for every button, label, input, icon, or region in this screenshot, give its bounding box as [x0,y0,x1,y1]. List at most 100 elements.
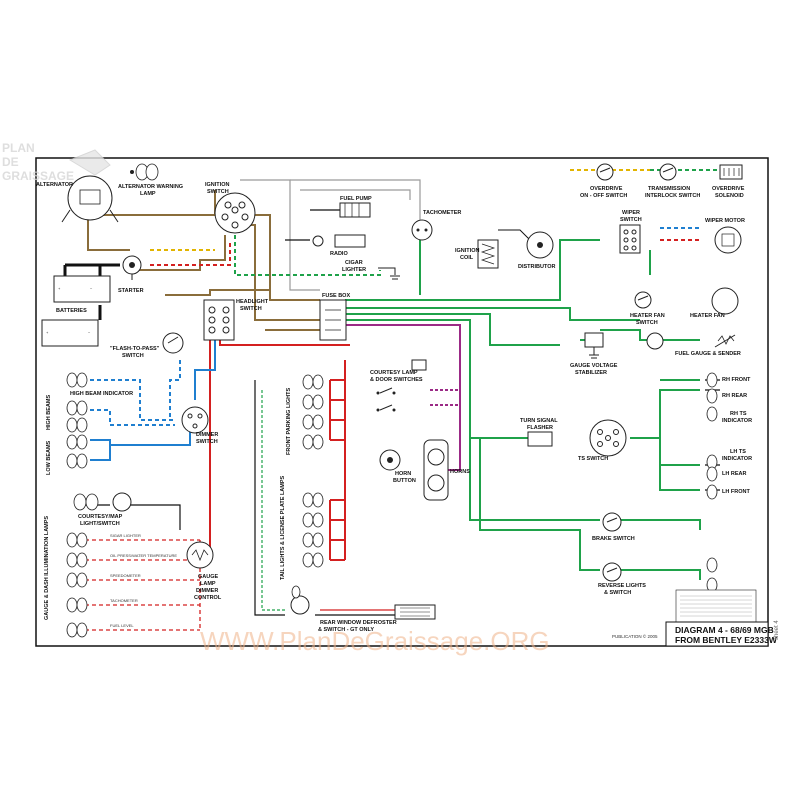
gauge-dimmer-label-4: CONTROL [194,595,222,601]
distributor-label: DISTRIBUTOR [518,264,556,270]
ignition-switch-label-2: SWITCH [207,189,229,195]
flasher-label-2: FLASHER [527,425,553,431]
rh-front-label: RH FRONT [722,377,751,383]
wiper-switch-label-2: SWITCH [620,217,642,223]
gauge-lamp-dimmer-control [186,541,214,569]
dimmer-switch [181,406,209,434]
high-beam-indicator-label: HIGH BEAM INDICATOR [70,391,133,397]
courtesy-lamp-door-switches [376,359,427,412]
cigar-lighter-label: CIGAR [345,260,363,266]
horns [423,439,449,501]
courtesy-map-light-switch [73,492,132,512]
gauge-item-4: TACHOMETER [110,598,138,603]
alternator [61,175,119,223]
headlight-switch-label-2: SWITCH [240,306,262,312]
diagram-title: DIAGRAM 4 - 68/69 MGB [675,625,774,635]
alternator-warning-label: ALTERNATOR WARNING [118,184,183,190]
gauge-dimmer-label-3: DIMMER [196,588,218,594]
rear-window-defroster [290,585,436,620]
gauge-item-2: OIL PRESS/WATER TEMPERATURE [110,553,177,558]
low-beam-lamps [66,434,88,469]
gauge-illumination-label: GAUGE & DASH ILLUMINATION LAMPS [44,516,50,620]
wiper-motor [714,226,742,254]
lh-rear-label: LH REAR [722,471,746,477]
fuse-box [319,299,347,341]
high-beams-label: HIGH BEAMS [46,395,52,430]
fuel-gauge-label: FUEL GAUGE & SENDER [675,351,741,357]
gauge-item-3: SPEEDOMETER [110,573,141,578]
horn-button [379,449,401,471]
dimmer-label-2: SWITCH [196,439,218,445]
starter [122,255,142,280]
overdrive-solenoid [719,164,743,180]
ts-switch [589,419,627,457]
horns-label: HORNS [450,469,470,475]
high-beam-indicator [66,372,88,388]
solenoid-label-2: SOLENOID [715,193,744,199]
alternator-warning-lamp [130,163,159,181]
rear-defroster-label: REAR WINDOW DEFROSTER [320,620,397,626]
gauge-item-5: FUEL LEVEL [110,623,134,628]
svg-text:+: + [46,330,49,335]
wire-color-key [675,589,757,623]
rh-rear-lamp [706,388,718,404]
fuse-box-label: FUSE BOX [322,293,350,299]
brake-switch-label: BRAKE SWITCH [592,536,635,542]
rear-defroster-label-2: & SWITCH - GT ONLY [318,627,374,633]
wiper-motor-label: WIPER MOTOR [705,218,745,224]
site-logo: PLAN DE GRAISSAGE [2,141,111,183]
front-parking-lights [302,374,324,450]
lh-ts-label: LH TS [730,449,746,455]
batteries-label: BATTERIES [56,308,87,314]
diagram-border [35,157,769,647]
diagram-subtitle: FROM BENTLEY E2333W [675,635,778,645]
flash-to-pass-label-2: SWITCH [122,353,144,359]
heater-fan-label: HEATER FAN [690,313,725,319]
distributor [526,231,554,259]
gauge-dimmer-label-2: LAMP [200,581,216,587]
ignition-coil-label: IGNITION [455,248,479,254]
horn-button-label: HORN [395,471,411,477]
logo-line-3: GRAISSAGE [2,169,74,183]
lh-rear-lamp [706,466,718,482]
cigar-lighter-label-2: LIGHTER [342,267,366,273]
gauge-dimmer-label: GAUGE [198,574,219,580]
alternator-label: ALTERNATOR [36,182,73,188]
tachometer [411,219,433,241]
brake-switch [602,512,622,532]
turn-signal-flasher [527,431,553,447]
flash-to-pass-switch [162,332,184,354]
title-block [665,621,769,647]
fuel-pump-label: FUEL PUMP [340,196,372,202]
overdrive-switch-label: OVERDRIVE [590,186,623,192]
rh-front-lamp [706,372,718,388]
alternator-warning-label-2: LAMP [140,191,156,197]
publisher: PUBLICATION © 2005 [612,633,658,639]
interlock-label: TRANSMISSION [648,186,690,192]
courtesy-label-2: & DOOR SWITCHES [370,377,423,383]
lh-front-lamp [706,484,718,500]
tail-lights-label: TAIL LIGHTS & LICENSE PLATE LAMPS [280,475,286,580]
heater-switch-label: HEATER FAN [630,313,665,319]
ignition-coil-label-2: COIL [460,255,474,261]
starter-label: STARTER [118,288,144,294]
wiper-switch-label: WIPER [622,210,640,216]
transmission-interlock-switch [659,163,677,181]
flash-to-pass-label: "FLASH-TO-PASS" [110,346,160,352]
reverse-label-2: & SWITCH [604,590,631,596]
batteries: + − + − [41,275,111,347]
rh-ts-label: RH TS [730,411,747,417]
wiper-switch [619,224,641,254]
dimmer-label: DIMMER [196,432,218,438]
headlight-switch [203,299,235,341]
radio [312,234,366,248]
rh-ts-indicator [706,406,718,422]
heater-switch-label-2: SWITCH [636,320,658,326]
reverse-label: REVERSE LIGHTS [598,583,646,589]
stabilizer-label-2: STABILIZER [575,370,607,376]
stabilizer-label: GAUGE VOLTAGE [570,363,618,369]
gauge-voltage-stabilizer [584,332,604,359]
lh-front-label: LH FRONT [722,489,750,495]
rh-rear-label: RH REAR [722,393,747,399]
